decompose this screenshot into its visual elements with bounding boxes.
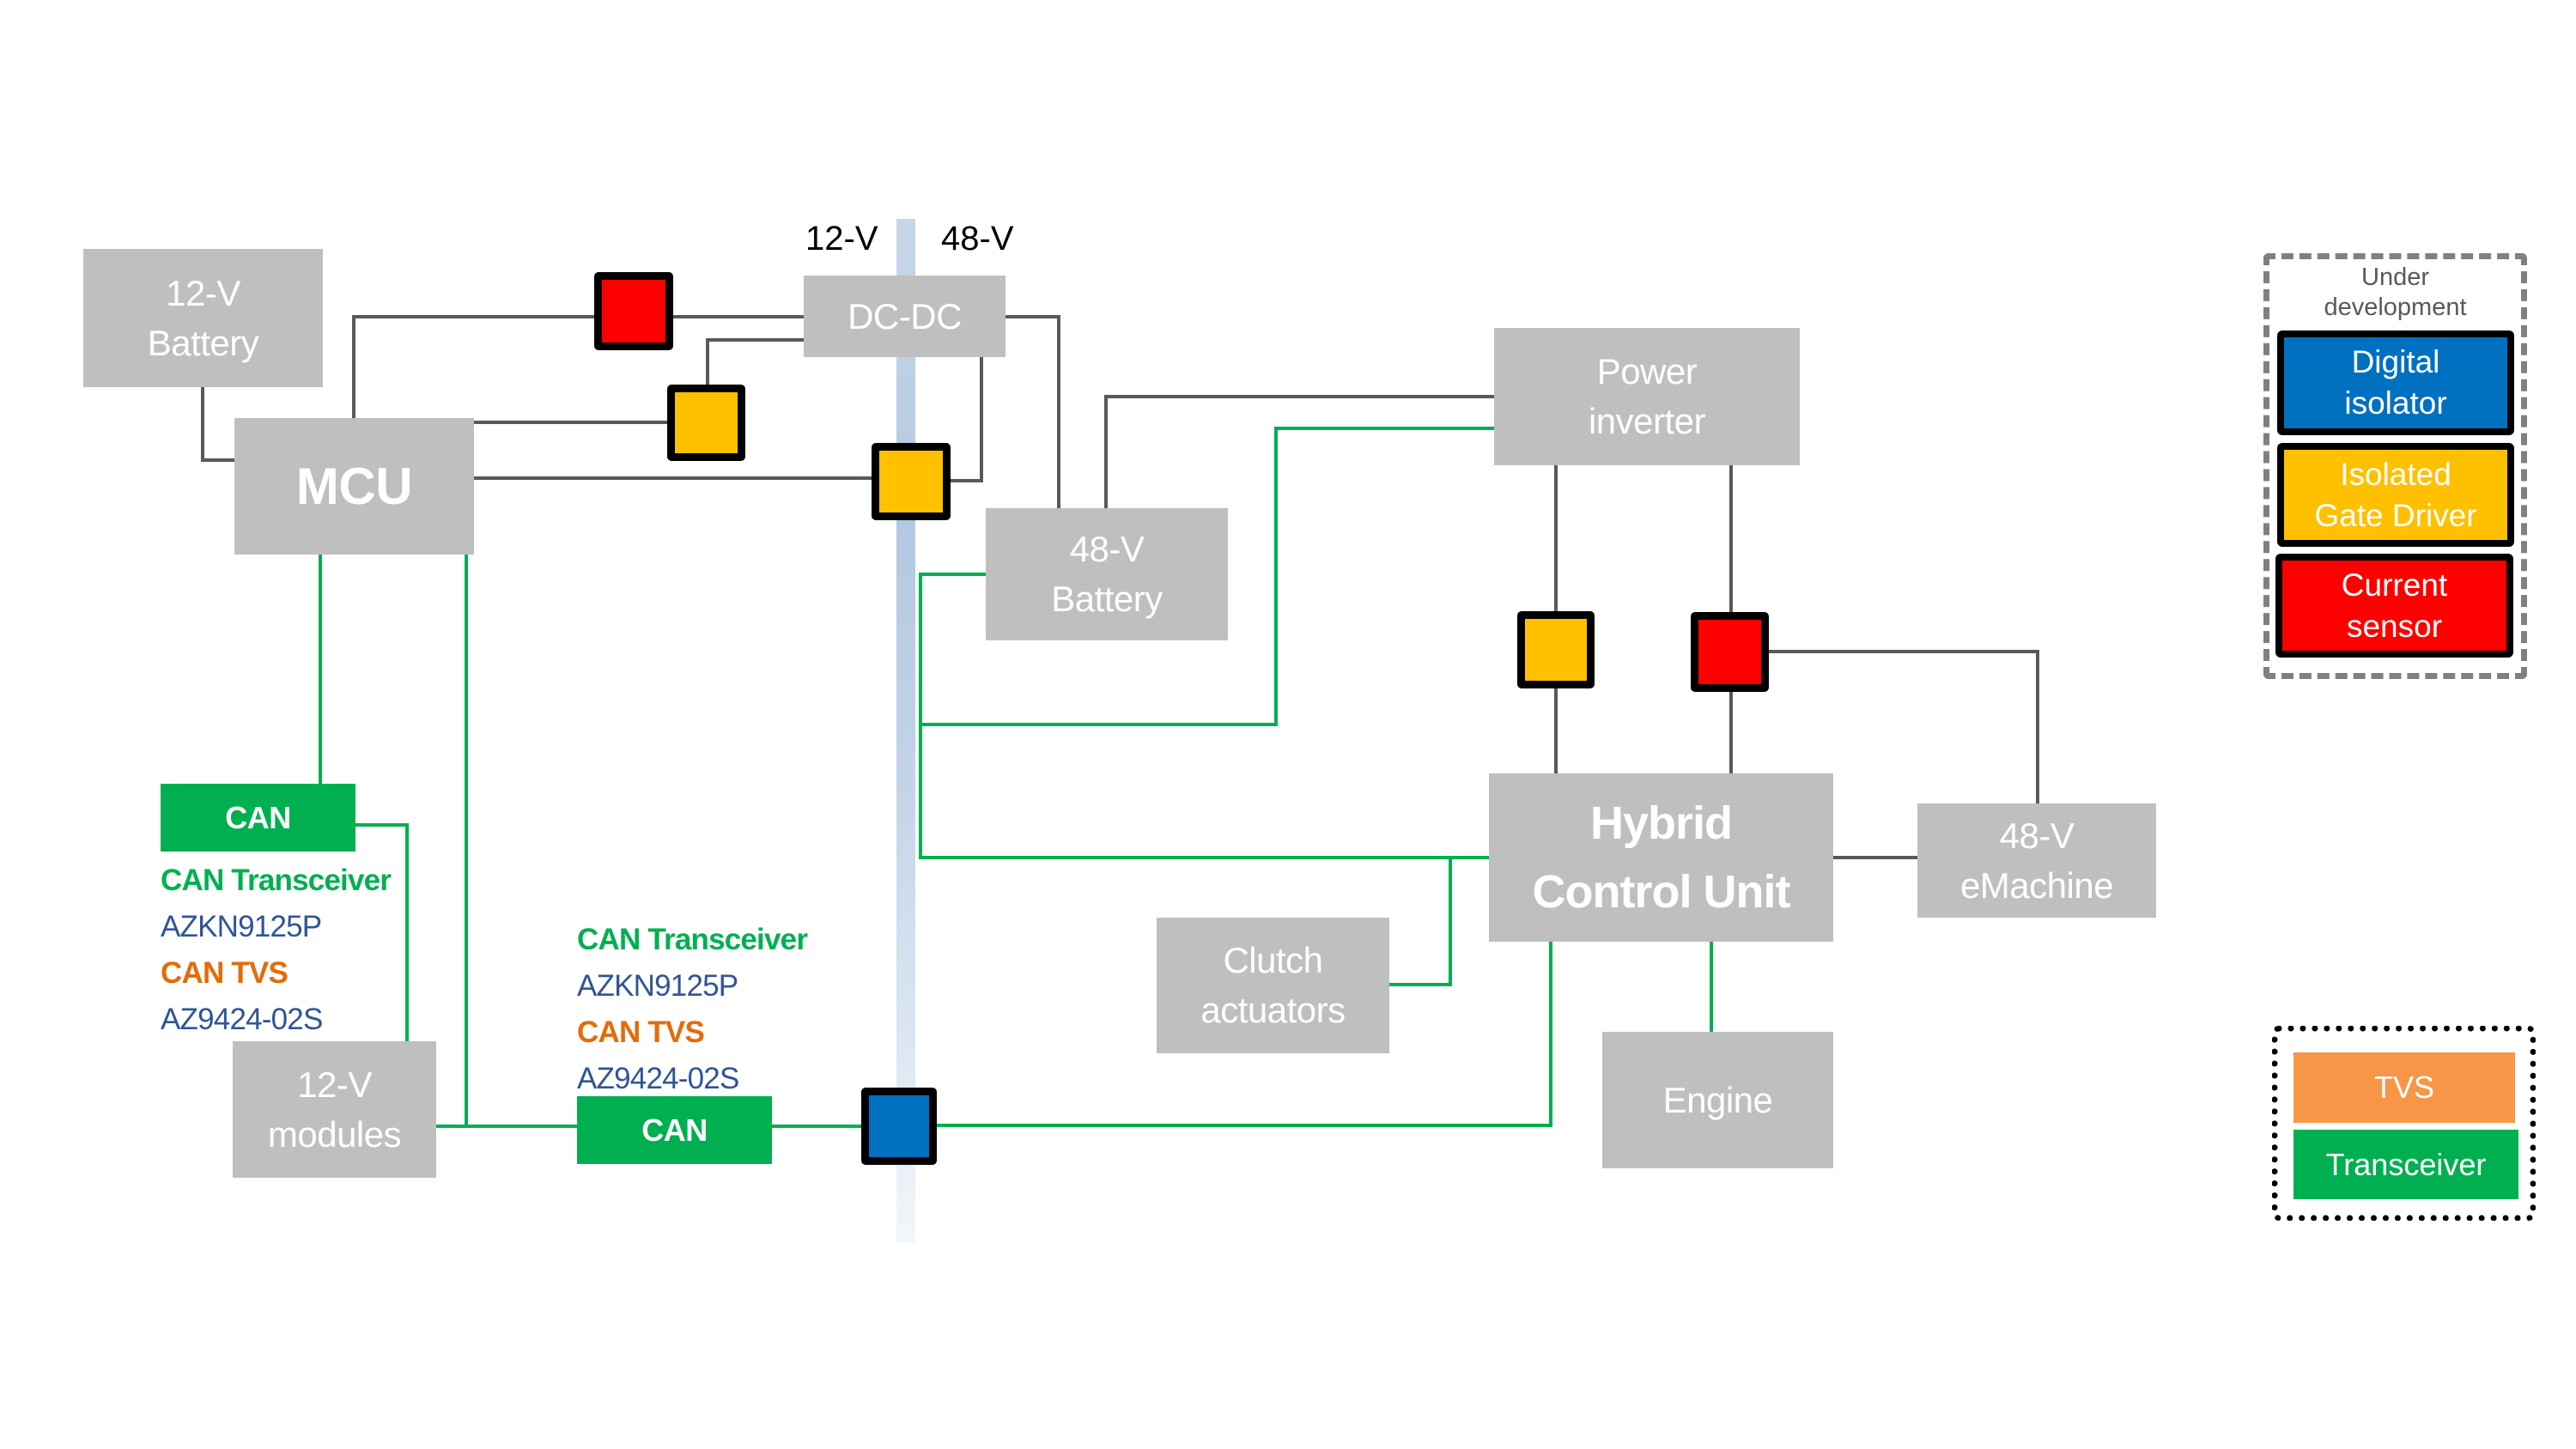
legend-current-sensor-line2: sensor — [2346, 608, 2443, 644]
emachine-label-line1: 48-V — [1999, 815, 2075, 856]
legend-item-transceiver: Transceiver — [2293, 1130, 2518, 1199]
battery-12v-block[interactable]: 12-V Battery — [83, 249, 323, 387]
clutch-label-line1: Clutch — [1223, 940, 1323, 980]
current-sensor-chip-inverter[interactable] — [1691, 612, 1769, 692]
can-inverter-loop — [920, 427, 1494, 726]
dcdc-block[interactable]: DC-DC — [804, 276, 1005, 357]
battery-12v-label-line1: 12-V — [166, 272, 240, 313]
power-inverter-label-line2: inverter — [1588, 401, 1706, 441]
legend-gate-driver-line2: Gate Driver — [2314, 497, 2477, 533]
can-transceiver-part-2[interactable]: AZKN9125P — [577, 969, 738, 1003]
clutch-actuators-block[interactable]: Clutch actuators — [1157, 918, 1389, 1053]
can-48v-battery-to-hcu — [919, 573, 1489, 859]
can-parts-list-1: CAN Transceiver AZKN9125P CAN TVS AZ9424… — [161, 858, 392, 1043]
can-tvs-part-2[interactable]: AZ9424-02S — [577, 1062, 739, 1095]
can-transceiver-1-to-12v-modules — [355, 823, 409, 1041]
can-tvs-title-1: CAN TVS — [161, 956, 289, 990]
wire-48v-battery-to-inverter — [1104, 395, 1494, 508]
legend-item-tvs: TVS — [2293, 1052, 2515, 1123]
mcu-label: MCU — [295, 457, 413, 515]
engine-label: Engine — [1662, 1079, 1773, 1120]
legend-item-digital-isolator: Digital isolator — [2277, 330, 2514, 435]
legend-digital-isolator-line1: Digital — [2351, 344, 2440, 379]
gate-driver-chip-inverter[interactable] — [1517, 611, 1595, 688]
battery-12v-label-line2: Battery — [147, 322, 259, 363]
legend-digital-isolator-line2: isolator — [2344, 385, 2447, 421]
battery-48v-label-line2: Battery — [1051, 579, 1163, 619]
legend-under-development-frame — [2263, 253, 2527, 679]
engine-block[interactable]: Engine — [1602, 1032, 1833, 1168]
legend-item-current-sensor: Current sensor — [2275, 554, 2513, 658]
can-block-2-label: CAN — [641, 1112, 708, 1148]
can-tvs-part-1[interactable]: AZ9424-02S — [161, 1003, 323, 1036]
emachine-48v-block[interactable]: 48-V eMachine — [1917, 803, 2156, 918]
legend-item-isolated-gate-driver: Isolated Gate Driver — [2277, 443, 2514, 547]
hybrid-control-unit-block[interactable]: Hybrid Control Unit — [1489, 773, 1833, 942]
current-sensor-chip-mcu-dcdc[interactable] — [594, 272, 673, 350]
hcu-label-line2: Control Unit — [1532, 866, 1791, 918]
legend-products-frame — [2272, 1026, 2536, 1221]
can-block-1-label: CAN — [225, 799, 291, 835]
gate-driver-chip-1[interactable] — [667, 385, 745, 461]
modules-12v-block[interactable]: 12-V modules — [233, 1041, 436, 1178]
battery-48v-label-line1: 48-V — [1069, 529, 1145, 569]
can-isolator-to-hcu — [937, 942, 1552, 1127]
can-transceiver-title-2: CAN Transceiver — [577, 923, 808, 956]
can-transceiver-block-1[interactable]: CAN — [161, 784, 355, 852]
digital-isolator-chip[interactable] — [861, 1088, 937, 1165]
wire-current-sensor-2-to-emachine — [1769, 650, 2039, 803]
clutch-label-line2: actuators — [1200, 990, 1346, 1030]
legend-under-development-title: Under development — [2263, 263, 2527, 323]
dcdc-label: DC-DC — [848, 295, 962, 336]
modules-12v-label-line1: 12-V — [297, 1064, 372, 1105]
power-inverter-block[interactable]: Power inverter — [1494, 328, 1800, 465]
gate-driver-chip-2[interactable] — [872, 443, 951, 520]
wire-gate-driver-2-to-dcdc — [951, 357, 983, 482]
hcu-label-line1: Hybrid — [1589, 797, 1733, 849]
legend-gate-driver-line1: Isolated — [2340, 456, 2451, 492]
can-tvs-title-2: CAN TVS — [577, 1016, 705, 1049]
legend-tvs-label: TVS — [2373, 1070, 2434, 1105]
can-hcu-to-clutch — [1389, 858, 1452, 986]
legend-transceiver-label: Transceiver — [2325, 1146, 2487, 1182]
wire-dcdc-to-48v-battery — [1005, 315, 1060, 508]
wire-12v-battery-to-mcu — [201, 387, 234, 462]
emachine-label-line2: eMachine — [1959, 864, 2114, 906]
legend-current-sensor-line1: Current — [2341, 567, 2448, 603]
voltage-label-48v: 48-V — [941, 220, 1014, 258]
can-transceiver-title-1: CAN Transceiver — [161, 864, 392, 897]
legend-title-line2: development — [2324, 294, 2467, 321]
voltage-label-12v: 12-V — [805, 220, 878, 258]
can-parts-list-2: CAN Transceiver AZKN9125P CAN TVS AZ9424… — [577, 917, 808, 1102]
can-transceiver-part-1[interactable]: AZKN9125P — [161, 910, 322, 943]
battery-48v-block[interactable]: 48-V Battery — [986, 508, 1228, 640]
legend-title-line1: Under — [2361, 264, 2429, 291]
modules-12v-label-line2: modules — [267, 1113, 402, 1155]
wire-gate-driver-1-to-dcdc — [706, 338, 804, 385]
power-inverter-label-line1: Power — [1596, 351, 1698, 391]
can-transceiver-block-2[interactable]: CAN — [577, 1096, 772, 1164]
mcu-block[interactable]: MCU — [234, 418, 474, 555]
